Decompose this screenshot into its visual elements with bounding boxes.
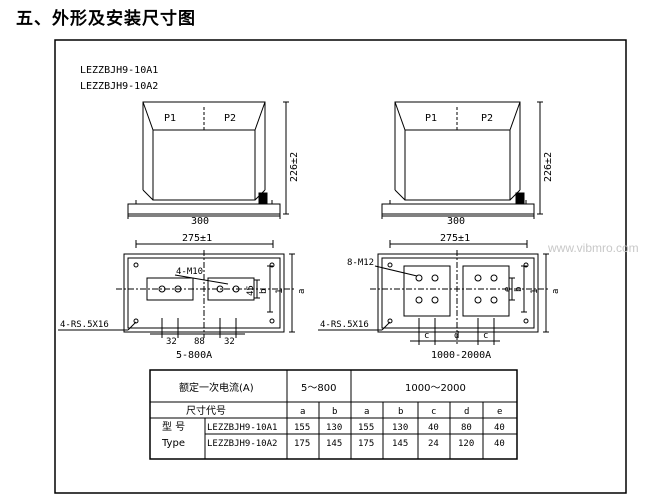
right-dim-e: e: [503, 287, 513, 292]
table-cell: 155: [358, 423, 374, 433]
table-col-c: c: [431, 407, 436, 417]
right-hole-label: 8-M12: [347, 258, 374, 268]
table-col-b: b: [332, 407, 337, 417]
table-cell: 24: [428, 439, 439, 449]
table-col-a: a: [364, 407, 369, 417]
right-dim-d: d: [454, 331, 459, 341]
right-top-view: [318, 240, 550, 345]
table-header-type: Type: [161, 438, 185, 449]
left-dim-32a: 32: [166, 337, 177, 347]
table-col-d: d: [464, 407, 469, 417]
right-range-label: 1000-2000A: [431, 350, 491, 361]
page-heading: 五、外形及安装尺寸图: [16, 9, 196, 29]
model-label-1: LEZZBJH9-10A1: [80, 65, 158, 76]
table-cell: 130: [326, 423, 342, 433]
table-cell: 80: [461, 423, 472, 433]
left-dim-a: a: [297, 289, 307, 294]
table-col-a: a: [300, 407, 305, 417]
table-cell: 130: [392, 423, 408, 433]
table-row-model: LEZZBJH9-10A2: [207, 439, 277, 449]
table-cell: 175: [358, 439, 374, 449]
left-dim-1: 1: [275, 289, 285, 294]
left-dim-45: 45: [246, 285, 256, 296]
right-dim-c1: c: [424, 331, 429, 341]
table-cell: 145: [392, 439, 408, 449]
right-p2-label: P2: [481, 113, 493, 124]
table-header-model: 型 号: [162, 420, 185, 433]
table-header-code: 尺寸代号: [186, 404, 226, 417]
left-dim-b: b: [259, 289, 269, 294]
left-p1-label: P1: [164, 113, 176, 124]
table-header-rated-current: 额定一次电流(A): [179, 381, 254, 394]
right-width-dim: 300: [447, 216, 465, 227]
table-cell: 155: [294, 423, 310, 433]
right-slot-label: 4-RS.5X16: [320, 320, 369, 330]
right-dim-b: b: [514, 287, 524, 292]
left-width-dim: 300: [191, 216, 209, 227]
left-mount-dim: 275±1: [182, 233, 212, 244]
left-range-label: 5-800A: [176, 350, 212, 361]
table-cell: 145: [326, 439, 342, 449]
right-height-dim: 226±2: [543, 152, 554, 182]
table-cell: 40: [494, 439, 505, 449]
model-label-2: LEZZBJH9-10A2: [80, 81, 158, 92]
table-col-b: b: [398, 407, 403, 417]
left-front-view: [127, 101, 289, 219]
right-p1-label: P1: [425, 113, 437, 124]
left-p2-label: P2: [224, 113, 236, 124]
left-dim-32b: 32: [224, 337, 235, 347]
right-dim-a: a: [551, 289, 561, 294]
table-col-e: e: [497, 407, 502, 417]
right-mount-dim: 275±1: [440, 233, 470, 244]
table-header-5-800: 5～800: [301, 383, 336, 394]
right-dim-c2: c: [483, 331, 488, 341]
watermark: www.vibmro.com: [547, 241, 639, 255]
table-header-1000-2000: 1000～2000: [405, 383, 466, 394]
table-cell: 120: [458, 439, 474, 449]
table-cell: 175: [294, 439, 310, 449]
table-cell: 40: [428, 423, 439, 433]
table-row-model: LEZZBJH9-10A1: [207, 423, 277, 433]
left-hole-label: 4-M10: [176, 267, 203, 277]
spec-table-grid: [149, 369, 518, 460]
left-slot-label: 4-RS.5X16: [60, 320, 109, 330]
drawing-frame: [54, 39, 627, 494]
left-dim-88: 88: [194, 337, 205, 347]
left-top-view: [58, 240, 296, 338]
table-cell: 40: [494, 423, 505, 433]
left-height-dim: 226±2: [289, 152, 300, 182]
right-front-view: [381, 101, 543, 219]
right-dim-1: 1: [530, 289, 540, 294]
